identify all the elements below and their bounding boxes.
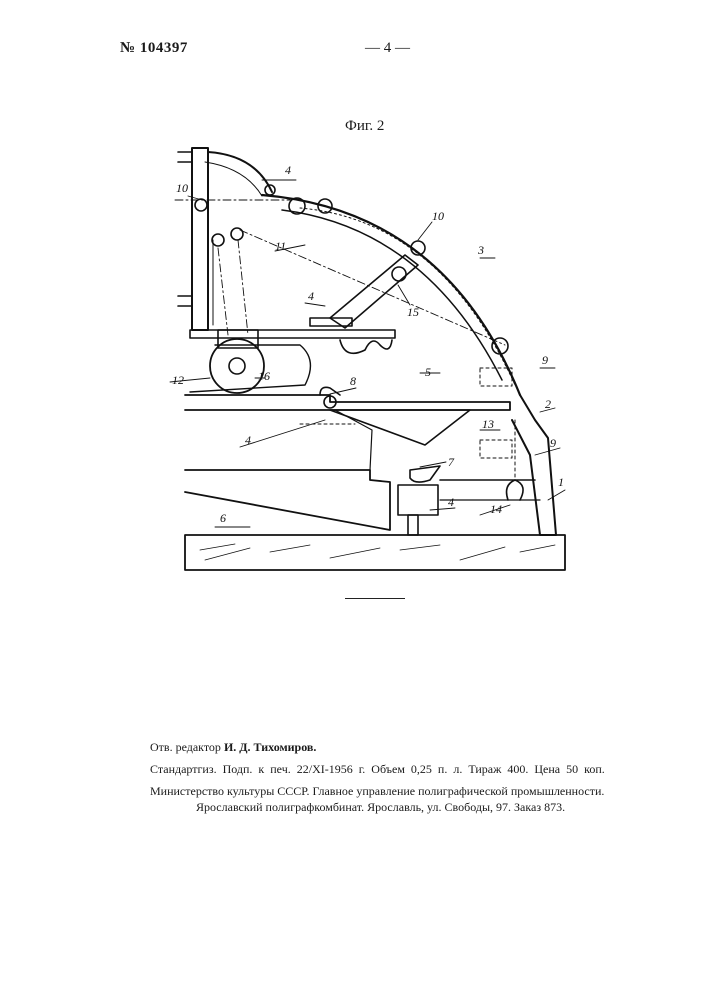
base-beam: [185, 470, 390, 530]
label-15: 15: [407, 305, 419, 319]
label-7: 7: [448, 455, 455, 469]
label-5: 5: [425, 365, 431, 379]
diagonal-strut: [330, 255, 418, 328]
ground-timber: [185, 535, 565, 570]
vertical-mast: [192, 148, 208, 330]
label-9-low: 9: [550, 436, 556, 450]
separator-rule: [345, 598, 405, 599]
label-4-mid: 4: [245, 433, 251, 447]
lower-frame: [185, 395, 510, 410]
editor-line: Отв. редактор И. Д. Тихомиров.: [150, 740, 316, 755]
label-4-top: 4: [285, 163, 291, 177]
label-4-low: 4: [448, 495, 454, 509]
label-1: 1: [558, 475, 564, 489]
label-6: 6: [220, 511, 226, 525]
hook-7: [410, 466, 440, 482]
printer-line: Ярославский полиграфкомбинат. Ярославль,…: [196, 800, 565, 815]
label-16: 16: [258, 369, 270, 383]
label-13: 13: [482, 417, 494, 431]
label-8: 8: [350, 374, 356, 388]
label-9-top: 9: [542, 353, 548, 367]
label-3: 3: [477, 243, 484, 257]
label-2: 2: [545, 397, 551, 411]
label-10-left: 10: [176, 181, 188, 195]
vertical-rail: [512, 395, 556, 535]
publication-line: Стандартгиз. Подп. к печ. 22/XI-1956 г. …: [150, 762, 605, 777]
main-arc-rail: [262, 195, 520, 395]
upper-frame: [190, 330, 395, 338]
label-12: 12: [172, 373, 184, 387]
editor-name: И. Д. Тихомиров.: [224, 740, 316, 754]
technical-drawing: 10 4 10 11 3 4 15 9 12 16 5 8 2 4 13 9 7…: [0, 0, 707, 620]
label-11: 11: [275, 239, 286, 253]
hook-14: [507, 480, 524, 500]
label-10-right: 10: [432, 209, 444, 223]
label-4-strut: 4: [308, 289, 314, 303]
editor-prefix: Отв. редактор: [150, 740, 221, 754]
ministry-line: Министерство культуры СССР. Главное упра…: [150, 784, 604, 799]
small-arc-guide: [208, 152, 272, 192]
label-14: 14: [490, 502, 502, 516]
hook-5: [340, 340, 392, 353]
